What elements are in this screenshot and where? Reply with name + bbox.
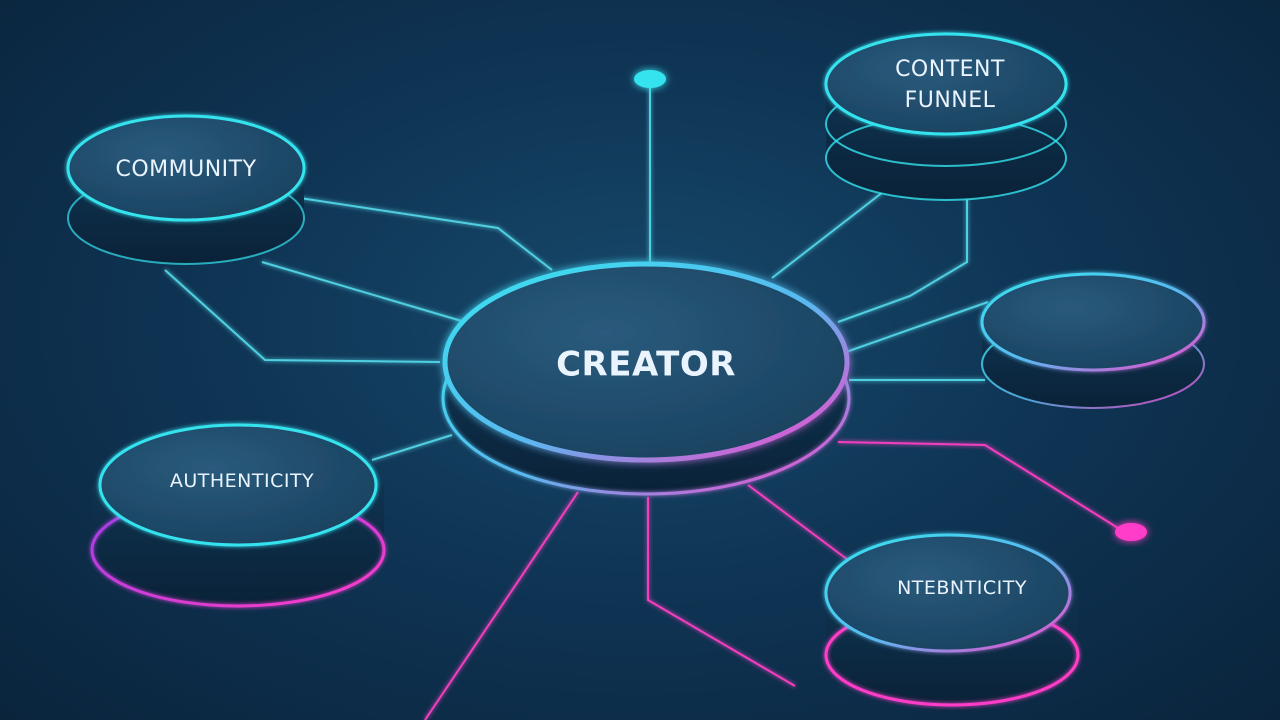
top-endpoint-dot: [634, 70, 666, 88]
node-creator-hub: CREATOR: [441, 261, 851, 496]
connector-right-dot: [837, 441, 1119, 529]
magenta-connectors: [424, 441, 1119, 720]
node-blank: [980, 272, 1206, 409]
node-authenticity-left: AUTHENTICITY: [90, 423, 386, 608]
connector-lower-left: [424, 491, 579, 720]
connector-funnel-2: [837, 195, 968, 323]
content-funnel-label-line1: CONTENT: [895, 57, 1005, 82]
connector-blank-1: [845, 301, 989, 353]
connector-authenticity: [371, 434, 453, 461]
connector-community-1: [299, 197, 553, 271]
authenticity-left-label: AUTHENTICITY: [170, 470, 314, 492]
content-funnel-label-line2: FUNNEL: [905, 88, 996, 113]
right-endpoint-dot: [1115, 523, 1147, 541]
authenticity-right-label: NTEBNTICITY: [897, 577, 1027, 599]
connector-community-2: [261, 261, 466, 323]
connector-lower-right: [747, 484, 849, 561]
node-content-funnel: CONTENT FUNNEL: [824, 32, 1068, 201]
connector-funnel-1: [771, 191, 884, 279]
connector-lower-mid: [647, 497, 796, 687]
node-community: COMMUNITY: [66, 114, 306, 265]
creator-label: CREATOR: [556, 345, 736, 385]
node-authenticity-right: NTEBNTICITY: [824, 533, 1080, 707]
cyan-connectors: [164, 78, 989, 461]
community-label: COMMUNITY: [115, 157, 256, 182]
connector-community-3: [164, 269, 441, 363]
